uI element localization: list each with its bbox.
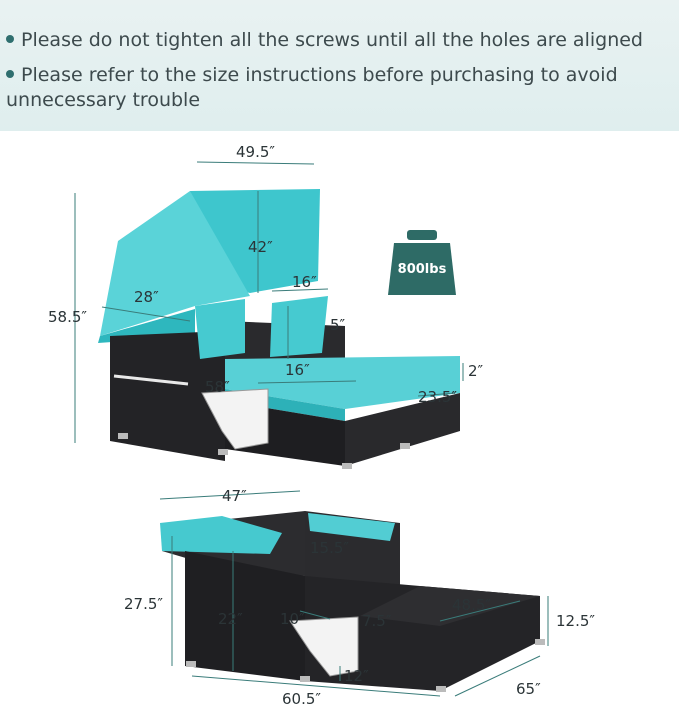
dim-pillow-thickness: 5″ (330, 316, 346, 334)
bullet-icon (6, 34, 14, 43)
dim-tray-width: 10″ (280, 610, 305, 628)
dim-ottoman-length: 48.5″ (452, 596, 492, 614)
dim-canopy-height: 42″ (248, 238, 273, 256)
dim-pillow-height: 16″ (285, 361, 310, 379)
dim-cushion-thickness: 2″ (468, 362, 484, 380)
dim-closed-depth: 65″ (516, 680, 541, 698)
dim-tray-depth: 7.5″ (362, 612, 392, 630)
dim-closed-width: 47″ (222, 487, 247, 505)
dim-tray-height: 12″ (344, 667, 369, 685)
bullet-icon (6, 69, 14, 78)
dim-pillow-width: 16″ (292, 273, 317, 291)
daybed-closed (159, 490, 549, 697)
notice-banner (0, 0, 679, 131)
dim-seat-depth: 23.5″ (418, 388, 458, 406)
daybed-illustration (74, 161, 549, 697)
dim-ottoman-height: 12.5″ (556, 612, 596, 630)
weight-capacity-label: 800lbs (397, 262, 447, 277)
dim-width: 49.5″ (236, 143, 276, 161)
note-screws: Please do not tighten all the screws unt… (6, 28, 643, 53)
note-text: Please refer to the size instructions be… (6, 64, 618, 111)
note-size: Please refer to the size instructions be… (6, 63, 646, 113)
note-text: Please do not tighten all the screws unt… (21, 29, 643, 51)
dim-back-height: 15.5″ (310, 539, 350, 557)
dim-side-height: 22″ (218, 610, 243, 628)
dim-closed-length: 60.5″ (282, 690, 322, 708)
dim-seat-length: 58″ (205, 378, 230, 396)
weight-capacity-icon (388, 230, 456, 295)
dim-height: 58.5″ (48, 308, 88, 326)
dim-closed-height: 27.5″ (124, 595, 164, 613)
dim-canopy-depth: 28″ (134, 288, 159, 306)
daybed-open (74, 161, 464, 469)
